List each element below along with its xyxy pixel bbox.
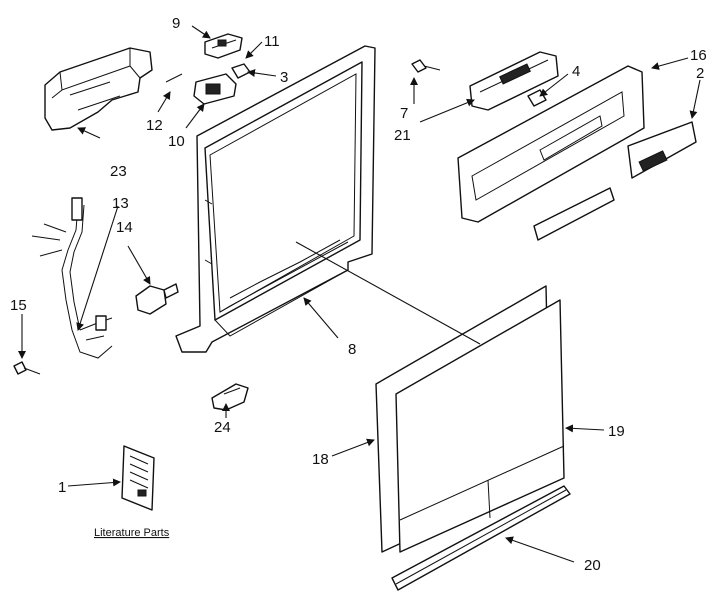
console-insert-part-2 — [533, 121, 697, 241]
inner-door-frame-part-8 — [175, 45, 376, 353]
callout-16: 16 — [690, 47, 707, 64]
callout-8: 8 — [348, 341, 356, 358]
callout-2: 2 — [696, 65, 704, 82]
callout-18: 18 — [312, 451, 329, 468]
clip-part-24 — [211, 383, 249, 411]
control-bracket-part-23 — [44, 47, 153, 131]
callout-21: 21 — [394, 127, 411, 144]
trim-strip-part-20 — [391, 485, 571, 591]
control-panel-part-16 — [457, 65, 645, 223]
callout-9: 9 — [172, 15, 180, 32]
callout-3: 3 — [280, 69, 288, 86]
callout-4: 4 — [572, 63, 580, 80]
callout-12: 12 — [146, 117, 163, 134]
control-module-parts-4-21 — [411, 51, 559, 111]
wire-harness-part-13 — [31, 197, 113, 359]
switch-part-14 — [135, 283, 179, 315]
callout-13: 13 — [112, 195, 129, 212]
callout-24: 24 — [214, 419, 231, 436]
callout-15: 15 — [10, 297, 27, 314]
callout-labels: 1 2 3 4 7 8 9 10 11 12 13 14 15 16 18 19… — [10, 15, 707, 574]
callout-1: 1 — [58, 479, 66, 496]
callout-14: 14 — [116, 219, 133, 236]
callout-19: 19 — [608, 423, 625, 440]
callout-7: 7 — [400, 105, 408, 122]
door-panel-part-19 — [395, 299, 565, 553]
literature-booklet-part-1 — [121, 445, 155, 511]
callout-11: 11 — [264, 33, 280, 50]
literature-parts-label: Literature Parts — [94, 527, 170, 539]
callout-23: 23 — [110, 163, 127, 180]
callout-20: 20 — [584, 557, 601, 574]
screw-part-15 — [13, 361, 41, 375]
latch-assembly-parts — [165, 33, 251, 105]
callout-10: 10 — [168, 133, 185, 150]
leader-lines — [18, 25, 701, 563]
